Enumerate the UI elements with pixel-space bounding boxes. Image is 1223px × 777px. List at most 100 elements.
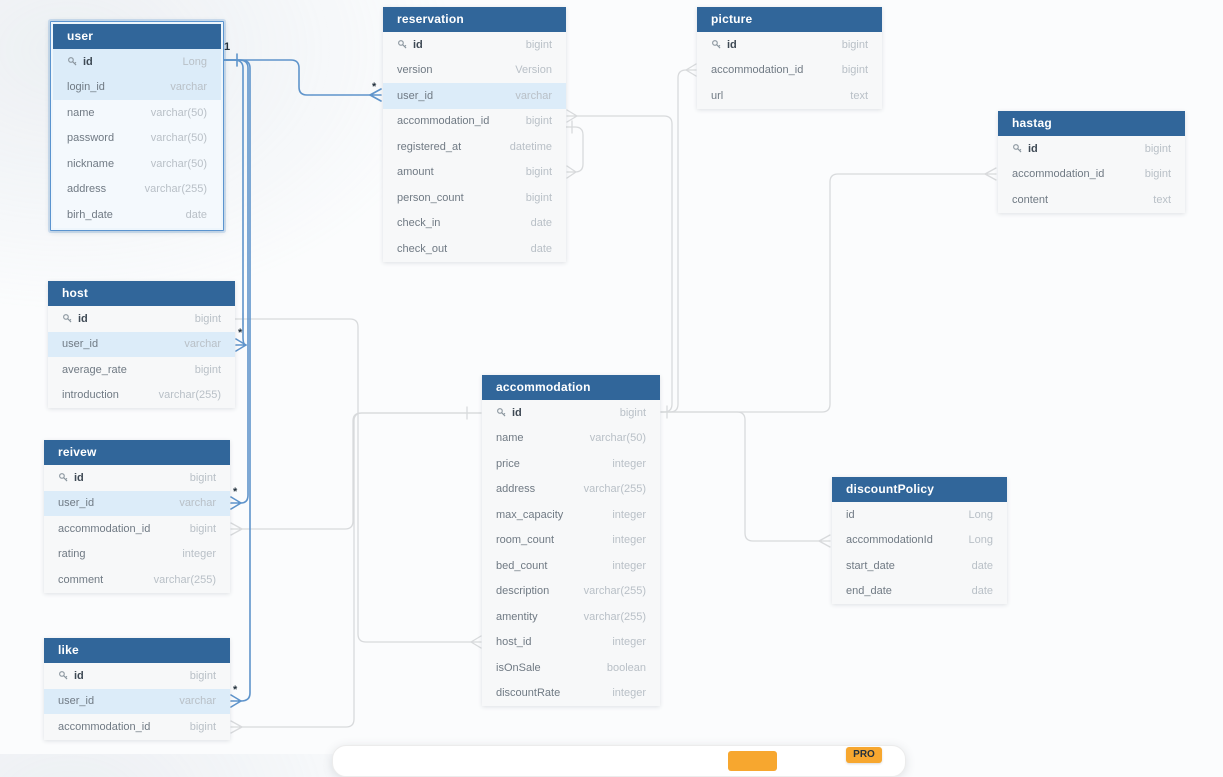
column-name: discountRate <box>496 687 561 700</box>
table-row[interactable]: end_date date <box>832 578 1007 604</box>
column-type: varchar(255) <box>144 183 207 196</box>
table-hastag[interactable]: hastag id bigint accommodation_id bigint… <box>998 111 1185 213</box>
pro-badge[interactable]: PRO <box>846 747 882 763</box>
column-name: description <box>496 585 550 598</box>
column-name: check_in <box>397 217 441 230</box>
table-picture-header[interactable]: picture <box>697 7 882 32</box>
column-name: content <box>1012 193 1049 206</box>
table-row[interactable]: accommodation_id bigint <box>998 161 1185 187</box>
table-row[interactable]: birh_date date <box>53 202 221 228</box>
column-type: bigint <box>525 115 552 128</box>
table-row[interactable]: accommodation_id bigint <box>44 516 230 542</box>
column-name: birh_date <box>67 208 113 221</box>
table-row[interactable]: version Version <box>383 57 566 83</box>
table-row[interactable]: average_rate bigint <box>48 357 235 383</box>
table-row[interactable]: id bigint <box>383 32 566 58</box>
table-user-header[interactable]: user <box>53 24 221 49</box>
table-picture[interactable]: picture id bigint accommodation_id bigin… <box>697 7 882 109</box>
table-row[interactable]: id bigint <box>697 32 882 58</box>
crowfoot-accommodation-host-id <box>470 635 482 649</box>
key-icon <box>497 408 506 417</box>
table-row[interactable]: id bigint <box>44 663 230 689</box>
table-reivew[interactable]: reivew id bigint user_id varchar accommo… <box>44 440 230 593</box>
table-accommodation[interactable]: accommodation id bigint name varchar(50)… <box>482 375 660 706</box>
table-reivew-header[interactable]: reivew <box>44 440 230 465</box>
table-row[interactable]: discountRate integer <box>482 680 660 706</box>
crowfoot-hastag-accommodation-id <box>984 167 997 181</box>
table-row[interactable]: description varchar(255) <box>482 578 660 604</box>
table-like[interactable]: like id bigint user_id varchar accommoda… <box>44 638 230 740</box>
column-type: varchar(255) <box>583 585 646 598</box>
table-discountpolicy-rows: id Long accommodationId Long start_date … <box>832 502 1007 604</box>
crowfoot-picture-accommodation-id <box>685 63 697 77</box>
column-name: name <box>496 432 524 445</box>
table-row[interactable]: price integer <box>482 451 660 477</box>
table-row[interactable]: max_capacity integer <box>482 502 660 528</box>
table-row[interactable]: check_out date <box>383 236 566 262</box>
column-name: host_id <box>496 636 532 649</box>
table-hastag-rows: id bigint accommodation_id bigint conten… <box>998 136 1185 213</box>
table-row[interactable]: id Long <box>53 49 221 75</box>
table-row[interactable]: user_id varchar <box>44 688 230 714</box>
table-row[interactable]: introduction varchar(255) <box>48 382 235 408</box>
table-row[interactable]: id bigint <box>482 400 660 426</box>
table-row[interactable]: user_id varchar <box>48 331 235 357</box>
table-row[interactable]: id Long <box>832 502 1007 528</box>
table-row[interactable]: id bigint <box>998 136 1185 162</box>
table-row[interactable]: amentity varchar(255) <box>482 604 660 630</box>
column-type: varchar <box>515 89 552 102</box>
table-row[interactable]: url text <box>697 83 882 109</box>
column-type: bigint <box>189 522 216 535</box>
table-row[interactable]: start_date date <box>832 553 1007 579</box>
key-icon <box>59 671 68 680</box>
relation-hastag-accommodation <box>660 173 986 413</box>
column-name: login_id <box>67 81 105 94</box>
table-host[interactable]: host id bigint user_id varchar average_r… <box>48 281 235 408</box>
table-reservation[interactable]: reservation id bigint version Version us… <box>383 7 566 262</box>
column-type: bigint <box>1144 142 1171 155</box>
table-row[interactable]: password varchar(50) <box>53 125 221 151</box>
table-reservation-header[interactable]: reservation <box>383 7 566 32</box>
table-row[interactable]: name varchar(50) <box>53 100 221 126</box>
table-like-header[interactable]: like <box>44 638 230 663</box>
column-name: version <box>397 64 433 77</box>
table-row[interactable]: registered_at datetime <box>383 134 566 160</box>
table-hastag-header[interactable]: hastag <box>998 111 1185 136</box>
table-row[interactable]: user_id varchar <box>44 490 230 516</box>
table-row[interactable]: accommodation_id bigint <box>383 108 566 134</box>
table-row[interactable]: id bigint <box>44 465 230 491</box>
column-name: password <box>67 132 115 145</box>
column-type: varchar <box>170 81 207 94</box>
crowfoot-discountpolicy-accommodation-id <box>818 534 831 548</box>
table-accommodation-header[interactable]: accommodation <box>482 375 660 400</box>
table-row[interactable]: content text <box>998 187 1185 213</box>
table-row[interactable]: rating integer <box>44 541 230 567</box>
table-row[interactable]: nickname varchar(50) <box>53 151 221 177</box>
table-row[interactable]: isOnSale boolean <box>482 655 660 681</box>
table-row[interactable]: address varchar(255) <box>482 476 660 502</box>
table-row[interactable]: host_id integer <box>482 629 660 655</box>
table-row[interactable]: bed_count integer <box>482 553 660 579</box>
column-type: Long <box>968 534 993 547</box>
table-row[interactable]: address varchar(255) <box>53 176 221 202</box>
table-row[interactable]: comment varchar(255) <box>44 567 230 593</box>
toolbar-accent-button[interactable] <box>728 751 777 771</box>
table-user[interactable]: user id Long login_id varchar name varch… <box>50 21 224 231</box>
table-row[interactable]: accommodation_id bigint <box>44 714 230 740</box>
table-discountpolicy[interactable]: discountPolicy id Long accommodationId L… <box>832 477 1007 604</box>
column-type: integer <box>182 548 216 561</box>
table-row[interactable]: id bigint <box>48 306 235 332</box>
table-row[interactable]: accommodationId Long <box>832 527 1007 553</box>
bottom-toolbar[interactable] <box>332 745 906 777</box>
table-row[interactable]: amount bigint <box>383 159 566 185</box>
table-discountpolicy-header[interactable]: discountPolicy <box>832 477 1007 502</box>
table-row[interactable]: accommodation_id bigint <box>697 57 882 83</box>
table-row[interactable]: person_count bigint <box>383 185 566 211</box>
table-row[interactable]: login_id varchar <box>53 74 221 100</box>
table-row[interactable]: room_count integer <box>482 527 660 553</box>
table-row[interactable]: name varchar(50) <box>482 425 660 451</box>
column-type: Long <box>968 508 993 521</box>
table-row[interactable]: check_in date <box>383 210 566 236</box>
table-row[interactable]: user_id varchar <box>383 83 566 109</box>
table-host-header[interactable]: host <box>48 281 235 306</box>
